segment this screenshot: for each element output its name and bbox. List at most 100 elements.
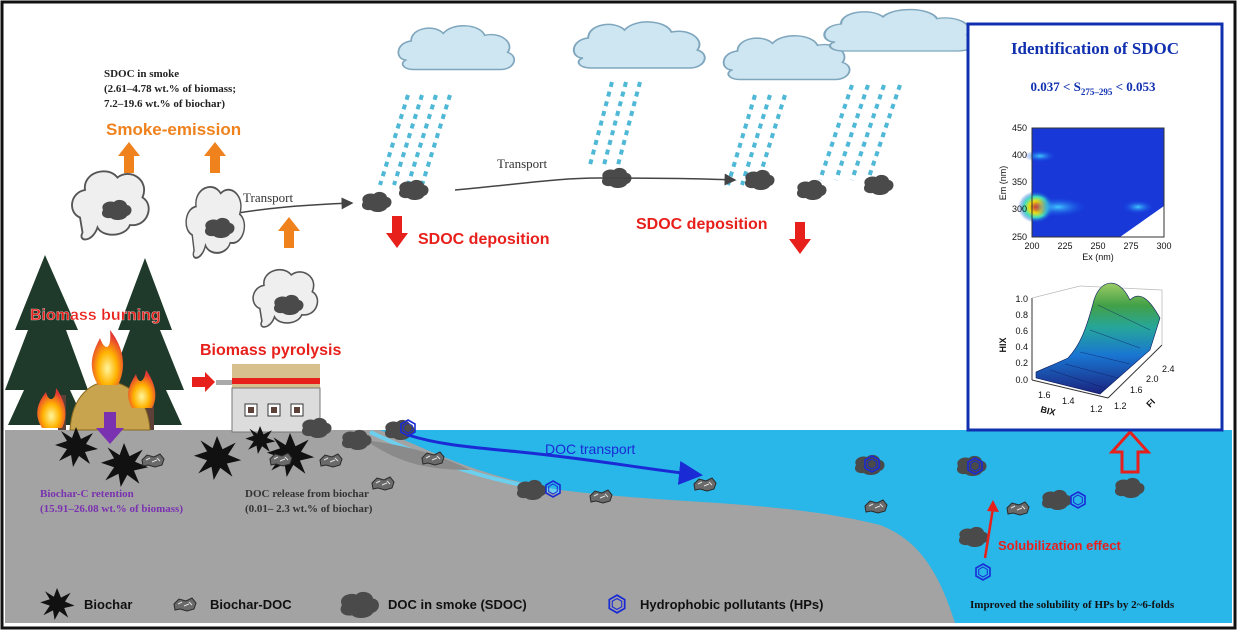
hix-z-tick: 0.2	[1015, 358, 1028, 368]
slope-range: 0.037 < S275–295 < 0.053	[1030, 79, 1156, 97]
down-arrow-icon	[386, 216, 408, 248]
fire-icons	[37, 330, 156, 428]
sdoc-icon	[796, 179, 827, 201]
sand-bar	[365, 440, 470, 470]
hix-z-tick: 0.8	[1015, 310, 1028, 320]
doc-transport-label: DOC transport	[545, 441, 635, 457]
doc-release-note: DOC release from biochar (0.01– 2.3 wt.%…	[245, 488, 373, 515]
sdoc-deposition-label: SDOC deposition	[418, 231, 550, 248]
slope-subscript: 275–295	[1081, 87, 1113, 97]
doc-release-line: DOC release from biochar	[245, 488, 369, 500]
bix-tick: 1.6	[1038, 390, 1051, 400]
eem-y-tick: 250	[1012, 232, 1027, 242]
biomass-pyrolysis-label: Biomass pyrolysis	[200, 342, 342, 359]
legend-biochar-label: Biochar	[84, 597, 132, 612]
biochar-retention-line: (15.91–26.08 wt.% of biomass)	[40, 503, 183, 515]
fi-tick: 1.2	[1114, 401, 1127, 411]
slope-prefix: 0.037 < S	[1030, 79, 1080, 94]
hix-z-tick: 0.4	[1015, 342, 1028, 352]
hix-surface-plot: 1.0 0.8 0.6 0.4 0.2 0.0 HIX 1.6 1.4 1.2 …	[998, 282, 1175, 418]
sdoc-icon	[863, 174, 894, 196]
sdoc-in-smoke-note: SDOC in smoke (2.61–4.78 wt.% of biomass…	[104, 68, 236, 110]
down-arrow-icon	[789, 222, 811, 254]
transport-arrow	[237, 197, 354, 214]
sdoc-in-smoke-line: 7.2–19.6 wt.% of biochar)	[104, 98, 225, 110]
eem-x-tick: 200	[1024, 241, 1039, 251]
biochar-retention-line: Biochar-C retention	[40, 488, 134, 500]
doc-transport-arrow	[407, 433, 703, 485]
feed-arrow-icon	[192, 372, 215, 392]
tree-icon	[5, 255, 88, 425]
legend-sdoc-label: DOC in smoke (SDOC)	[388, 597, 527, 612]
eem-x-label: Ex (nm)	[1082, 252, 1114, 262]
solubilization-label: Solubilization effect	[998, 538, 1121, 553]
deposition-arrows	[386, 216, 811, 254]
hix-z-label: HIX	[998, 337, 1008, 352]
fi-ticks: 1.2 1.6 2.0 2.4	[1114, 364, 1175, 411]
panel-title: Identification of SDOC	[1011, 39, 1179, 58]
cloud-icon	[572, 20, 706, 69]
orange-arrows	[118, 142, 300, 248]
eem-y-label: Em (nm)	[998, 166, 1008, 201]
fire-icon	[91, 330, 124, 385]
airborne-sdoc	[361, 167, 894, 213]
sdoc-in-smoke-line: SDOC in smoke	[104, 68, 179, 80]
transport-arrow	[454, 173, 737, 191]
up-arrow-icon	[204, 142, 226, 173]
retention-arrow-icon	[96, 412, 124, 444]
solubilization-arrow	[983, 507, 995, 559]
fire-icon	[37, 388, 66, 428]
fire-icon	[128, 370, 156, 408]
cloud-icon	[722, 34, 851, 81]
bix-label: BIX	[1040, 404, 1057, 417]
hix-z-tick: 0.0	[1015, 375, 1028, 385]
fi-tick: 1.6	[1130, 385, 1143, 395]
rain-streaks	[378, 81, 902, 186]
cloud-icon	[397, 24, 516, 71]
eem-x-tick: 300	[1156, 241, 1171, 251]
bix-tick: 1.4	[1062, 396, 1075, 406]
hix-z-tick: 0.6	[1015, 326, 1028, 336]
tree-icon	[108, 258, 184, 425]
eem-x-ticks: 200 225 250 275 300	[1024, 241, 1171, 251]
slope-suffix: < 0.053	[1112, 79, 1156, 94]
up-arrow-icon	[118, 142, 140, 173]
pine-trees	[5, 255, 184, 425]
bix-ticks: 1.6 1.4 1.2	[1038, 390, 1103, 414]
biomass-burning-label: Biomass burning	[30, 307, 161, 324]
bix-tick: 1.2	[1090, 404, 1103, 414]
eem-x-tick: 225	[1057, 241, 1072, 251]
up-arrow-icon	[278, 217, 300, 248]
eem-plot: 450 400 350 300 250 200 225 250 275 300 …	[998, 123, 1172, 262]
eem-y-tick: 300	[1012, 204, 1027, 214]
sdoc-icon	[744, 169, 775, 191]
identification-panel: Identification of SDOC 0.037 < S275–295 …	[966, 22, 1224, 432]
improved-solubility-label: Improved the solubility of HPs by 2~6-fo…	[970, 599, 1175, 611]
fi-tick: 2.0	[1146, 374, 1159, 384]
legend-biochar-doc-label: Biochar-DOC	[210, 597, 292, 612]
eem-y-tick: 450	[1012, 123, 1027, 133]
eem-y-tick: 350	[1012, 177, 1027, 187]
eem-x-tick: 275	[1123, 241, 1138, 251]
sdoc-deposition-label: SDOC deposition	[636, 216, 768, 233]
sdoc-in-smoke-line: (2.61–4.78 wt.% of biomass;	[104, 83, 236, 95]
transport-label: Transport	[497, 156, 547, 171]
smoke-emission-label: Smoke-emission	[106, 120, 241, 139]
cloud-icon	[823, 8, 977, 53]
eem-x-tick: 250	[1090, 241, 1105, 251]
eem-y-tick: 400	[1012, 150, 1027, 160]
legend: Biochar Biochar-DOC DOC in smoke (SDOC) …	[40, 588, 823, 620]
hix-z-ticks: 1.0 0.8 0.6 0.4 0.2 0.0	[1015, 294, 1028, 385]
fi-tick: 2.4	[1162, 364, 1175, 374]
sdoc-icon	[361, 191, 392, 213]
legend-hp-label: Hydrophobic pollutants (HPs)	[640, 597, 823, 612]
panel-up-arrow-icon	[1108, 429, 1152, 474]
transport-label: Transport	[243, 190, 293, 205]
hix-z-tick: 1.0	[1015, 294, 1028, 304]
ground	[5, 430, 955, 623]
eem-y-ticks: 450 400 350 300 250	[1012, 123, 1027, 242]
biochar-retention-note: Biochar-C retention (15.91–26.08 wt.% of…	[40, 488, 183, 515]
